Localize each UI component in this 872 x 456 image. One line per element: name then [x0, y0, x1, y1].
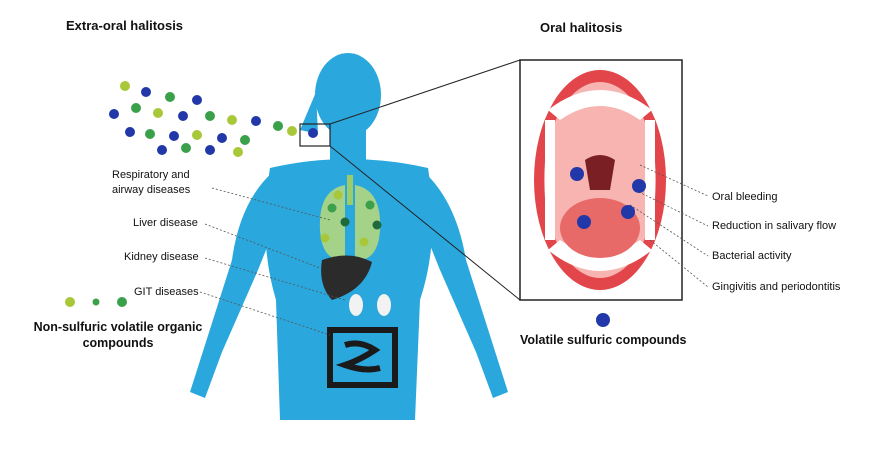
mouth-zoom-marker: [299, 123, 331, 147]
intestines-icon: [327, 327, 398, 388]
extra-oral-title: Extra-oral halitosis: [66, 18, 184, 33]
label-liver: Liver disease: [133, 217, 198, 229]
label-respiratory: Respiratory and airway diseases: [112, 169, 191, 196]
lung-particles: [320, 190, 382, 247]
label-oral-bleeding: Oral bleeding: [712, 191, 778, 203]
oral-title: Oral halitosis: [540, 20, 623, 35]
legend-sulfuric-label: Volatile sulfuric compounds: [520, 333, 687, 347]
legend-non-sulfuric-icons: [65, 297, 127, 307]
kidney-right-icon: [377, 294, 391, 316]
kidney-left-icon: [349, 294, 363, 316]
liver-icon: [321, 255, 372, 300]
breath-particles: [109, 81, 318, 157]
label-kidney: Kidney disease: [124, 251, 199, 263]
oral-pointers: [629, 164, 709, 288]
label-bacterial-activity: Bacterial activity: [712, 250, 792, 262]
label-salivary-flow: Reduction in salivary flow: [712, 220, 837, 232]
mouth-sulfuric-particles: [570, 167, 646, 229]
label-gingivitis: Gingivitis and periodontitis: [712, 281, 841, 293]
open-mouth-illustration: [534, 70, 666, 290]
extra-oral-pointers: [199, 187, 346, 336]
label-git: GIT diseases: [134, 286, 199, 298]
legend-sulfuric-icon: [596, 313, 610, 327]
legend-non-sulfuric-label: Non-sulfuric volatile organic compounds: [33, 320, 203, 350]
